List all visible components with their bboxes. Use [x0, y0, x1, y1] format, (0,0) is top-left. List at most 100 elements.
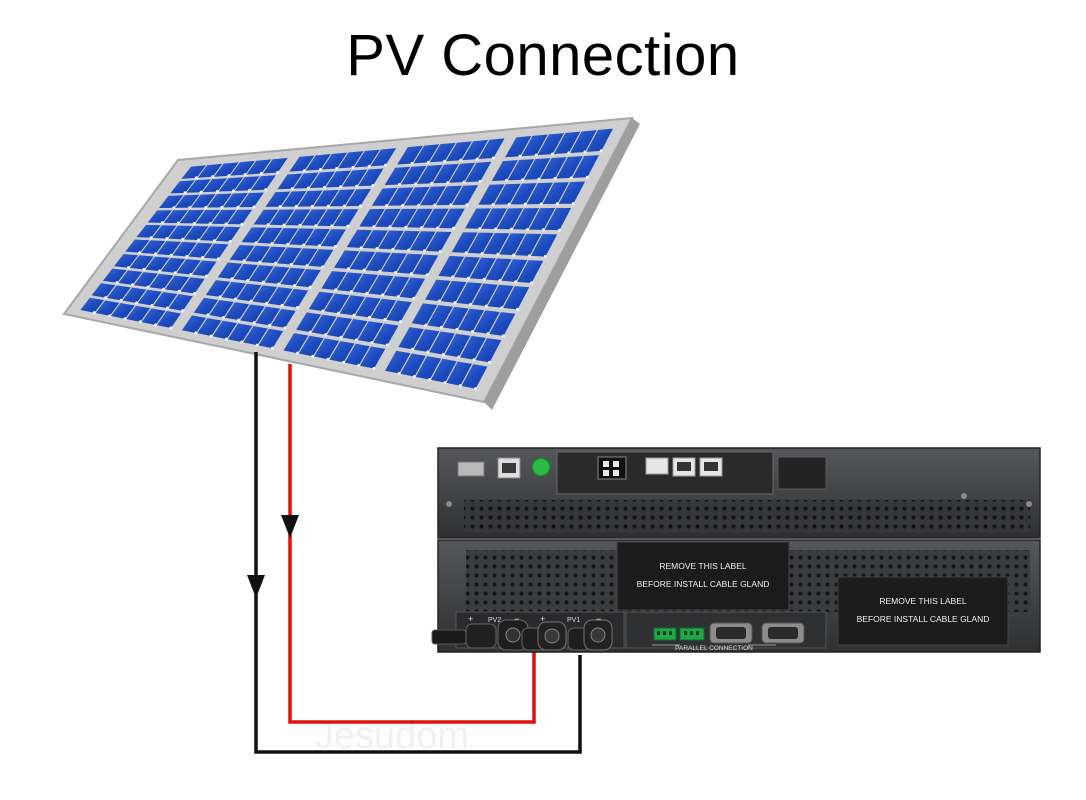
solar-cell [180, 277, 205, 294]
solar-cell [413, 144, 440, 164]
cell-corner-dot [302, 169, 306, 173]
cell-corner-dot [410, 161, 414, 166]
cell-corner-dot [326, 357, 330, 361]
cell-corner-dot [396, 295, 400, 299]
solar-cell [175, 194, 200, 208]
cell-corner-dot [254, 241, 258, 245]
cell-corner-dot [209, 334, 213, 338]
solar-cell [454, 256, 480, 279]
solar-cell [544, 207, 572, 231]
cell-corner-dot [240, 222, 244, 226]
solar-cell [258, 328, 284, 349]
cell-corner-dot [334, 288, 338, 292]
solar-cell [176, 259, 201, 275]
cell-corner-dot [221, 315, 226, 320]
solar-cell [209, 299, 234, 318]
cell-corner-dot [521, 178, 525, 182]
solar-cell [446, 361, 472, 386]
cell-corner-dot [270, 241, 274, 246]
negative-wire-arrow [247, 575, 265, 598]
solar-cell [243, 326, 268, 346]
solar-cell [391, 208, 417, 228]
cell-corner-dot [265, 301, 269, 305]
cell-corner-dot [308, 330, 312, 334]
solar-cell [324, 293, 350, 314]
parallel-connection-terminals [653, 627, 705, 641]
cell-corner-dot [455, 327, 459, 332]
solar-cell [368, 274, 394, 296]
cell-corner-dot [478, 227, 482, 231]
solar-cell [444, 333, 471, 358]
wiring [247, 352, 582, 754]
cell-corner-dot [383, 318, 387, 322]
cell-corner-dot [426, 160, 431, 164]
cell-corner-dot [397, 371, 401, 376]
cell-corner-dot [330, 224, 334, 228]
cell-corner-dot [183, 191, 187, 195]
solar-cell [107, 285, 131, 301]
solar-cell [462, 139, 489, 161]
cell-corner-dot [173, 271, 177, 275]
cell-corner-dot [482, 277, 486, 281]
solar-cell [276, 247, 302, 265]
solar-cell [429, 331, 455, 355]
solar-cell [458, 308, 485, 332]
cell-corner-dot [138, 251, 142, 255]
cell-corner-dot [119, 298, 123, 302]
cell-corner-dot [401, 203, 405, 208]
solar-cell [342, 169, 368, 187]
solar-cell [586, 128, 614, 152]
solar-cell [456, 282, 483, 305]
pv1-negative-connector [567, 619, 613, 651]
solar-cell [285, 209, 311, 226]
cell-corner-dot [388, 225, 392, 229]
cell-corner-dot [268, 323, 272, 327]
cell-corner-dot [437, 299, 442, 303]
solar-cell [217, 262, 243, 279]
solar-cell [415, 356, 442, 380]
cell-corner-dot [397, 182, 402, 187]
cell-corner-dot [230, 277, 234, 281]
positive-wire [288, 364, 536, 724]
cell-corner-dot [394, 270, 398, 275]
cell-corner-dot [215, 190, 220, 194]
cell-corner-dot [370, 340, 374, 345]
solar-cell [357, 321, 383, 343]
solar-cell [460, 335, 486, 360]
cell-corner-dot [410, 347, 415, 351]
solar-cell [269, 209, 295, 226]
solar-cell [467, 232, 494, 254]
pv1-minus-label: − [596, 614, 601, 624]
solar-cell [423, 208, 449, 228]
cell-corner-dot [465, 203, 469, 207]
cell-corner-dot [528, 254, 532, 258]
solar-cell [352, 273, 378, 294]
cell-corner-dot [324, 333, 328, 337]
cell-corner-dot [362, 268, 366, 272]
cell-corner-dot [428, 378, 432, 382]
solar-cell [311, 314, 337, 335]
solar-cell [218, 177, 244, 192]
solar-cell [156, 241, 181, 256]
solar-cell [129, 255, 154, 270]
solar-cell [540, 157, 567, 180]
cell-corner-dot [282, 223, 286, 227]
cell-corner-dot [346, 224, 350, 228]
solar-cell [240, 304, 265, 323]
cell-corner-dot [357, 363, 361, 368]
solar-cell [191, 194, 216, 208]
warning-label-2-line2: BEFORE INSTALL CABLE GLAND [857, 614, 990, 624]
solar-cell [438, 208, 465, 229]
cell-corner-dot [484, 304, 488, 308]
solar-cell [197, 163, 223, 178]
cell-corner-dot [453, 301, 457, 305]
solar-cell [292, 248, 318, 266]
solar-cell [510, 183, 537, 205]
cell-corner-dot [131, 283, 135, 287]
cell-corner-dot [310, 204, 314, 209]
cell-corner-dot [199, 190, 203, 194]
solar-cell [188, 242, 213, 258]
solar-cell [358, 168, 384, 187]
cell-corner-dot [108, 314, 112, 318]
warning-label-1-line1: REMOVE THIS LABEL [659, 561, 747, 571]
